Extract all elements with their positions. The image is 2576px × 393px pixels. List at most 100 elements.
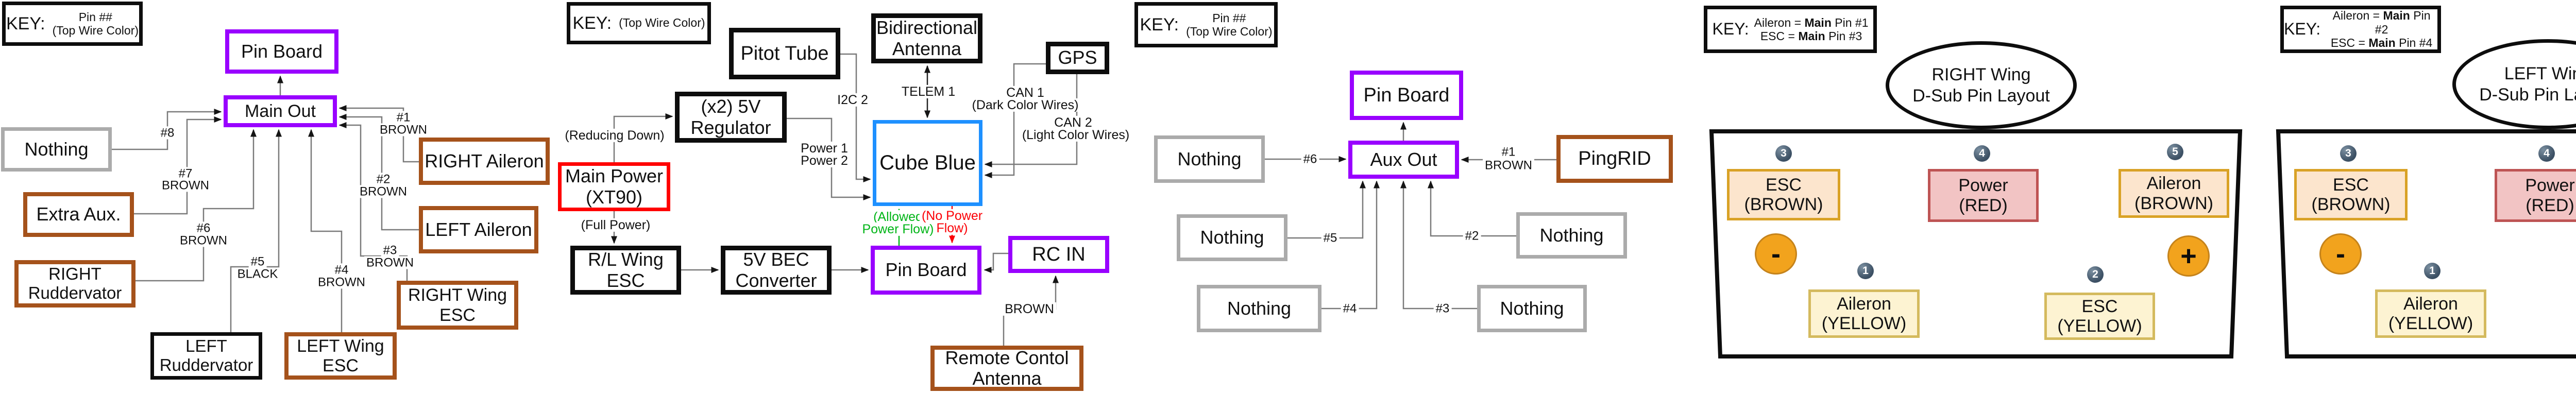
key-title: KEY: [572,13,612,33]
esc-brown-pin-box: ESC (BROWN) [2294,169,2408,220]
negative-terminal: - [1755,233,1797,275]
esc-yellow-pin-box: ESC (YELLOW) [2044,293,2155,340]
nothing-box-aux3: Nothing [1477,285,1587,332]
i2c2-label: I2C 2 [835,93,870,107]
pin7-color: BROWN [160,179,211,192]
aux-pin1-color: BROWN [1483,159,1534,172]
wire-aux3-nothing [1400,180,1477,310]
rl-wing-esc-box: R/L Wing ESC [570,246,681,295]
cube-blue-box: Cube Blue [873,120,982,206]
regulator-box: (x2) 5V Regulator [675,92,787,143]
esc-brown-pin-label: ESC (BROWN) [1744,175,1823,214]
key-box-aux-out: KEY: Pin ## (Top Wire Color) [1134,2,1278,47]
nothing-box-main8: Nothing [1,127,112,172]
power-red-pin-box: Power (RED) [1928,169,2039,222]
left-wing-dsub-title-label: LEFT Wing D-Sub Pin Layout [2479,63,2576,105]
wire-aux4-nothing [1321,180,1380,310]
key-esc-mapping: ESC = Main Pin #3 [1760,29,1862,43]
power-red-pin-label: Power (RED) [1958,176,2008,215]
pin4-label: #4 [332,263,351,277]
cube-blue-label: Cube Blue [879,151,976,175]
aileron-yellow-pin-label: Aileron (YELLOW) [2388,294,2473,333]
pin-number-1-badge: 1 [2424,263,2441,279]
pin-number-3-badge: 3 [1775,145,1792,162]
power-red-pin-box: Power (RED) [2495,169,2576,222]
pin1-color: BROWN [378,123,429,136]
wire-pin5-left-ruddervator [230,129,282,332]
remote-control-antenna-label: Remote Contol Antenna [945,347,1069,389]
key-aileron-mapping: Aileron = Main Pin #2 [2332,9,2431,36]
right-ruddervator-label: RIGHT Ruddervator [28,264,122,302]
pin-board-label: Pin Board [241,40,323,62]
nothing-box-aux6: Nothing [1154,135,1265,183]
wire-aux2-nothing [1428,180,1516,237]
esc-yellow-pin-label: ESC (YELLOW) [2057,296,2142,336]
extra-aux-box: Extra Aux. [23,192,134,237]
pitot-tube-box: Pitot Tube [729,28,840,79]
key-box-cube: KEY: (Top Wire Color) [567,2,711,44]
key-box-right-wing: KEY: Aileron = Main Pin #1 ESC = Main Pi… [1704,6,1877,53]
can1-label: CAN 1 [1004,86,1046,99]
aux-out-box: Aux Out [1348,141,1459,179]
key-title: KEY: [1712,20,1749,39]
pin6-label: #6 [194,221,213,235]
rl-wing-esc-label: R/L Wing ESC [588,249,664,291]
pin-number-1-badge: 1 [1857,263,1874,279]
pin-board-box-aux: Pin Board [1350,71,1463,120]
nothing-label: Nothing [1227,297,1292,319]
key-pin-number-legend: Pin ## [1212,11,1246,25]
bec-converter-label: 5V BEC Converter [735,249,817,291]
nothing-box-aux5: Nothing [1177,214,1287,261]
key-esc-mapping: ESC = Main Pin #4 [2330,36,2433,50]
bidirectional-antenna-label: Bidirectional Antenna [876,17,978,59]
pitot-tube-label: Pitot Tube [740,42,829,64]
wire-gps-can1-to-cube-blue [984,63,1046,178]
no-power-flow-label-2: Flow) [934,221,970,235]
main-out-box: Main Out [224,95,337,127]
power-red-pin-label: Power (RED) [2525,176,2575,215]
pingrid-box: PingRID [1556,135,1673,183]
right-wing-dsub-title-label: RIGHT Wing D-Sub Pin Layout [1912,64,2050,106]
aux-pin6-label: #6 [1301,152,1319,166]
wire-pin6-right-ruddervator [135,129,257,282]
aileron-brown-pin-box: Aileron (BROWN) [2119,169,2229,218]
pin5-label: #5 [248,255,267,268]
pin-board-box-cube: Pin Board [871,246,981,295]
telem1-label: TELEM 1 [899,85,958,98]
allowed-power-flow-label-2: Power Flow) [860,223,936,236]
can2-sub-label: (Light Color Wires) [1020,128,1132,142]
pin-board-label: Pin Board [885,259,967,281]
wire-aux5-nothing [1287,180,1366,239]
left-wing-esc-box: LEFT Wing ESC [284,332,397,380]
pin-board-label: Pin Board [1363,84,1450,106]
left-ruddervator-box: LEFT Ruddervator [150,332,262,380]
pin2-label: #2 [374,173,393,186]
pin4-color: BROWN [316,276,367,289]
pin-number-2-badge: 2 [2087,266,2104,283]
aileron-brown-pin-label: Aileron (BROWN) [2134,174,2213,213]
aileron-yellow-pin-box: Aileron (YELLOW) [2375,289,2486,338]
pin3-color: BROWN [364,256,416,269]
aux-pin2-label: #2 [1463,229,1481,243]
right-ruddervator-box: RIGHT Ruddervator [14,260,135,307]
negative-terminal: - [2319,233,2362,275]
can1-sub-label: (Dark Color Wires) [970,98,1081,112]
pin-number-4-badge: 4 [1974,145,1990,162]
pin-number-3-badge: 3 [2340,145,2357,162]
left-ruddervator-label: LEFT Ruddervator [159,336,253,374]
pin-number-4-badge: 4 [2538,145,2555,162]
regulator-label: (x2) 5V Regulator [690,96,771,138]
aux-pin1-label: #1 [1499,145,1518,159]
key-wire-color-legend: (Top Wire Color) [1186,25,1273,38]
main-power-box: Main Power (XT90) [558,162,670,211]
extra-aux-label: Extra Aux. [36,203,121,225]
pin6-color: BROWN [178,234,229,247]
aileron-yellow-pin-box: Aileron (YELLOW) [1808,289,1920,338]
esc-brown-pin-box: ESC (BROWN) [1727,169,1840,220]
key-aileron-mapping: Aileron = Main Pin #1 [1754,15,1869,29]
power1-label: Power 1 [799,142,850,155]
aux-pin3-label: #3 [1433,302,1452,315]
pingrid-label: PingRID [1578,148,1651,170]
pin8-label: #8 [158,126,177,140]
positive-terminal: + [2167,235,2210,277]
